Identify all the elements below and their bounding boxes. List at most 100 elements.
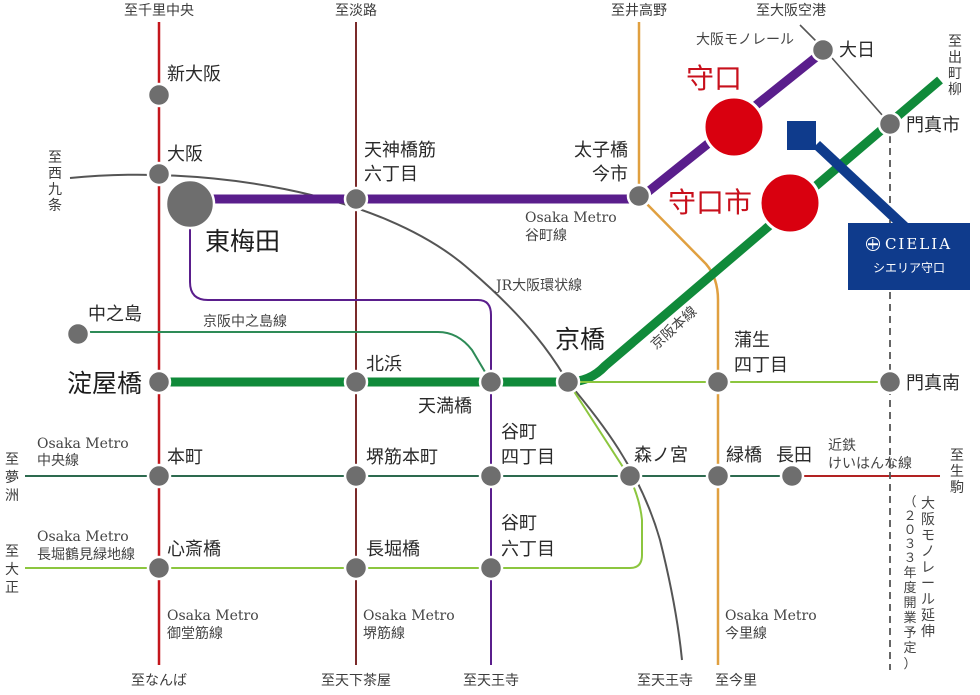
label-tanimachi4-1: 谷町 bbox=[501, 422, 537, 443]
label-tenjinbashisuji-2: 六丁目 bbox=[364, 164, 418, 185]
svg-text:至: 至 bbox=[948, 34, 962, 50]
svg-text:年: 年 bbox=[903, 566, 916, 581]
label-sakaisuji-2: 堺筋線 bbox=[363, 625, 405, 642]
svg-text:至: 至 bbox=[48, 150, 62, 166]
station-moriguchishi[interactable] bbox=[758, 171, 822, 235]
station-kadomaminami[interactable] bbox=[877, 369, 903, 395]
label-keihan-nakanoshima: 京阪中之島線 bbox=[203, 314, 287, 330]
globe-icon bbox=[865, 237, 880, 251]
label-moriguchi[interactable]: 守口 bbox=[686, 62, 742, 95]
svg-text:（: （ bbox=[903, 495, 916, 510]
label-moriguchishi[interactable]: 守口市 bbox=[668, 186, 752, 219]
svg-text:大: 大 bbox=[921, 496, 935, 512]
label-hommachi: 本町 bbox=[167, 447, 203, 468]
svg-text:３: ３ bbox=[903, 551, 916, 566]
label-tanimachi6-1: 谷町 bbox=[501, 513, 537, 534]
cielia-brand: CIELIA bbox=[884, 235, 953, 253]
station-nagata[interactable] bbox=[779, 463, 805, 489]
station-tanimachi-6chome[interactable] bbox=[478, 555, 504, 581]
dest-awaji: 至淡路 bbox=[335, 3, 377, 19]
label-shin-osaka: 新大阪 bbox=[167, 64, 221, 85]
station-sakaisuji-hommachi[interactable] bbox=[343, 463, 369, 489]
station-shin-osaka[interactable] bbox=[146, 82, 172, 108]
label-tanimachi4-2: 四丁目 bbox=[501, 447, 555, 468]
label-chuo-1: Osaka Metro bbox=[37, 436, 129, 452]
label-kintetsu-2: けいはんな線 bbox=[828, 456, 912, 472]
svg-text:０: ０ bbox=[903, 523, 916, 538]
label-temmabashi: 天満橋 bbox=[418, 396, 472, 417]
label-taishibashi-1: 太子橋 bbox=[574, 140, 628, 161]
station-tenjinbashisuji[interactable] bbox=[343, 186, 369, 212]
label-jr-loop: JR大阪環状線 bbox=[494, 278, 582, 294]
label-kadomashi: 門真市 bbox=[906, 115, 960, 136]
property-label[interactable]: CIELIA シエリア守口 bbox=[848, 223, 970, 290]
dest-tennoji-jr: 至天王寺 bbox=[637, 673, 693, 689]
label-imazatosuji-2: 今里線 bbox=[725, 626, 767, 642]
svg-text:西: 西 bbox=[48, 166, 62, 182]
label-imazatosuji-1: Osaka Metro bbox=[725, 608, 817, 624]
svg-text:生: 生 bbox=[950, 464, 964, 480]
station-moriguchi[interactable] bbox=[702, 95, 766, 159]
station-taishibashi-imaichi[interactable] bbox=[626, 183, 652, 209]
label-gamo-1: 蒲生 bbox=[734, 330, 770, 351]
label-yodoyabashi: 淀屋橋 bbox=[67, 369, 142, 398]
dest-nishikujo: 至 西 九 条 bbox=[48, 150, 62, 214]
station-higashi-umeda[interactable] bbox=[164, 178, 216, 230]
label-dainichi: 大日 bbox=[839, 40, 875, 61]
label-kitahama: 北浜 bbox=[366, 354, 402, 375]
svg-text:至: 至 bbox=[950, 448, 964, 464]
label-midosuji-2: 御堂筋線 bbox=[167, 625, 223, 642]
label-kadomaminami: 門真南 bbox=[906, 373, 960, 394]
station-yodoyabashi[interactable] bbox=[146, 369, 172, 395]
svg-text:駒: 駒 bbox=[950, 480, 964, 496]
station-gamo-4chome[interactable] bbox=[705, 369, 731, 395]
svg-text:条: 条 bbox=[48, 197, 62, 214]
station-kitahama[interactable] bbox=[343, 369, 369, 395]
svg-text:業: 業 bbox=[903, 610, 916, 626]
property-marker bbox=[787, 121, 816, 150]
dest-osaka-airport: 至大阪空港 bbox=[756, 3, 826, 19]
svg-text:延: 延 bbox=[921, 608, 935, 624]
label-monorail: 大阪モノレール bbox=[696, 32, 794, 48]
dest-idakano: 至井高野 bbox=[611, 2, 667, 19]
label-kintetsu-1: 近鉄 bbox=[828, 438, 856, 454]
station-nakanoshima[interactable] bbox=[65, 321, 91, 347]
station-hommachi[interactable] bbox=[146, 463, 172, 489]
svg-text:阪: 阪 bbox=[921, 512, 935, 528]
svg-text:ー: ー bbox=[921, 576, 935, 592]
station-osaka[interactable] bbox=[146, 161, 172, 187]
station-tanimachi-4chome[interactable] bbox=[478, 463, 504, 489]
label-midoribashi: 緑橋 bbox=[726, 445, 762, 466]
jr-loop-line bbox=[69, 173, 683, 661]
station-temmabashi[interactable] bbox=[478, 369, 504, 395]
svg-text:大: 大 bbox=[5, 562, 19, 578]
label-kyobashi: 京橋 bbox=[555, 325, 605, 354]
dest-imazato: 至今里 bbox=[715, 673, 757, 689]
dest-tennoji-tanimachi: 至天王寺 bbox=[463, 673, 519, 689]
station-kyobashi[interactable] bbox=[555, 369, 581, 395]
label-monorail-extension: 大 阪 モ ノ レ ー ル 延 伸 bbox=[921, 496, 935, 640]
svg-text:正: 正 bbox=[5, 580, 19, 596]
svg-text:町: 町 bbox=[948, 66, 962, 82]
station-shinsaibashi[interactable] bbox=[146, 555, 172, 581]
label-nagahori-1: Osaka Metro bbox=[37, 529, 129, 545]
svg-text:夢: 夢 bbox=[5, 470, 19, 486]
keihan-nakanoshima-line bbox=[78, 331, 492, 383]
dest-senri-chuo: 至千里中央 bbox=[124, 3, 194, 19]
label-osaka: 大阪 bbox=[167, 144, 203, 165]
property-name: シエリア守口 bbox=[872, 261, 945, 275]
station-nagahoribashi[interactable] bbox=[343, 555, 369, 581]
label-nakanoshima: 中之島 bbox=[88, 304, 142, 325]
tanimachi-line-thin bbox=[189, 215, 492, 665]
label-tanimachi-2: 谷町線 bbox=[525, 228, 567, 244]
station-midoribashi[interactable] bbox=[705, 463, 731, 489]
station-morinomiya[interactable] bbox=[617, 463, 643, 489]
station-dainichi[interactable] bbox=[810, 37, 836, 63]
label-sakaisuji-1: Osaka Metro bbox=[363, 608, 455, 624]
dest-demachiyanagi: 至 出 町 柳 bbox=[948, 34, 962, 98]
svg-text:柳: 柳 bbox=[948, 81, 962, 98]
station-kadomashi[interactable] bbox=[877, 111, 903, 137]
label-gamo-2: 四丁目 bbox=[734, 355, 788, 376]
dest-taisho: 至 大 正 bbox=[5, 544, 19, 596]
